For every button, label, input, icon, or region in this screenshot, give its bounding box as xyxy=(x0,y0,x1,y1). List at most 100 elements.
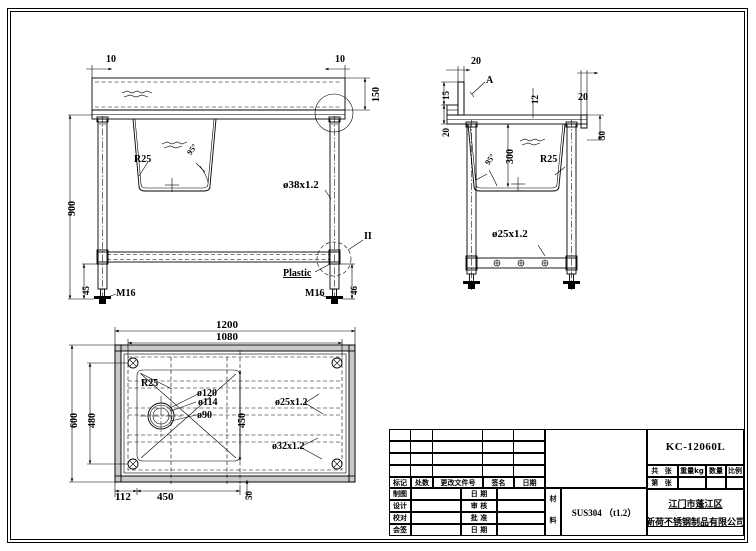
plan-dim-600: 600 xyxy=(69,413,80,428)
company-line2: 新荷不锈钢制品有限公司 xyxy=(646,517,746,528)
rev-col-4 xyxy=(483,429,514,477)
rev-header-text-1: 处数 xyxy=(415,478,429,487)
company-line1: 江门市蓬江区 xyxy=(668,499,723,510)
rev-header-text-3: 签名 xyxy=(491,478,506,487)
material-value-text: SUS304 （t1.2） xyxy=(571,507,637,518)
sheet-head-cell-0 xyxy=(647,465,678,477)
plan-dim-1080: 1080 xyxy=(216,331,238,343)
front-label-bolt-right-m16: M16 xyxy=(305,288,325,299)
sheet-head-text-0: 共 张 xyxy=(651,467,674,475)
front-dim-foot-right-46: 46 xyxy=(349,286,359,295)
role-cell-d3 xyxy=(497,524,545,536)
plan-label-r25: R25 xyxy=(141,378,159,389)
sheet-head-cell-1 xyxy=(678,465,706,477)
company-cell xyxy=(647,489,744,536)
rev-col-2 xyxy=(411,429,433,477)
material-label-cell xyxy=(545,488,561,536)
plan-label-drain-90: ø90 xyxy=(197,410,212,421)
role-cell-a0 xyxy=(389,488,411,500)
middle-blank-cell xyxy=(545,429,647,488)
title-block: 标记 处数 更改文件号 签名 日期 制图 日 期 设计 审 核 校对 批 准 会… xyxy=(389,429,746,539)
plan-label-tube-32: ø32x1.2 xyxy=(272,441,305,452)
role-cell-b1 xyxy=(411,500,461,512)
rev-header-text-4: 日期 xyxy=(522,478,537,487)
side-label-rail-tube: ø25x1.2 xyxy=(492,228,528,240)
front-dim-right-10: 10 xyxy=(335,54,345,65)
role-cell-b0 xyxy=(411,488,461,500)
rev-col-1 xyxy=(389,429,411,477)
role-text-c1: 审 核 xyxy=(470,502,488,510)
material-label-text: 材 料 xyxy=(549,494,557,530)
plan-dim-480: 480 xyxy=(87,413,98,428)
role-text-c2: 批 准 xyxy=(470,514,488,522)
side-dim-50: 50 xyxy=(597,131,607,140)
part-number-cell xyxy=(647,429,744,465)
rev-col-3 xyxy=(433,429,483,477)
rev-row-blank-3 xyxy=(389,453,545,465)
rev-row-blank-4 xyxy=(389,465,545,477)
sheet-row-text: 第 张 xyxy=(651,479,674,487)
role-text-a3: 会签 xyxy=(393,526,407,534)
plan-dim-bowl-450-h: 450 xyxy=(157,491,174,503)
rev-header-cell-2 xyxy=(433,477,483,488)
front-dim-900: 900 xyxy=(67,201,78,216)
sheet-row-cell-3 xyxy=(726,477,744,489)
side-label-r25: R25 xyxy=(540,154,558,165)
role-text-c0: 日 期 xyxy=(470,490,488,498)
side-label-a: A xyxy=(486,75,494,86)
sheet-head-cell-3 xyxy=(726,465,744,477)
role-text-c3: 日 期 xyxy=(470,526,488,534)
plan-dim-1200: 1200 xyxy=(216,319,238,331)
role-cell-a2 xyxy=(389,512,411,524)
role-cell-d2 xyxy=(497,512,545,524)
side-dim-12: 12 xyxy=(530,95,540,104)
role-cell-c2 xyxy=(461,512,497,524)
part-number-text: KC-12060L xyxy=(665,441,726,453)
sheet-head-text-2: 数量 xyxy=(709,467,723,475)
role-cell-d1 xyxy=(497,500,545,512)
front-label-detail-ii: II xyxy=(364,231,372,242)
drawing-border-outer xyxy=(7,8,748,543)
role-cell-a3 xyxy=(389,524,411,536)
role-text-a0: 制图 xyxy=(393,490,407,498)
front-dim-150: 150 xyxy=(371,87,382,102)
sheet-row-cell-2 xyxy=(706,477,726,489)
side-dim-15: 15 xyxy=(441,91,451,100)
front-label-r25: R25 xyxy=(134,154,152,165)
plan-label-drain-120: ø120 xyxy=(197,388,217,399)
rev-header-cell-3 xyxy=(483,477,514,488)
rev-header-text-0: 标记 xyxy=(393,478,407,487)
role-cell-b3 xyxy=(411,524,461,536)
role-cell-a1 xyxy=(389,500,411,512)
material-value-cell xyxy=(561,488,647,536)
rev-header-cell-4 xyxy=(514,477,545,488)
plan-dim-112: 112 xyxy=(115,491,131,503)
rev-header-cell-1 xyxy=(411,477,433,488)
front-label-plastic: Plastic xyxy=(283,268,312,279)
side-dim-300: 300 xyxy=(505,149,516,164)
plan-label-tube-25: ø25x1.2 xyxy=(275,397,308,408)
rev-header-cell-0 xyxy=(389,477,411,488)
rev-row-blank-1 xyxy=(389,429,545,441)
role-cell-b2 xyxy=(411,512,461,524)
drawing-border-inner xyxy=(10,11,745,540)
sheet-head-text-3: 比例 xyxy=(728,467,742,475)
sheet-head-text-1: 重量kg xyxy=(680,467,704,475)
side-dim-20-left: 20 xyxy=(441,128,451,137)
front-label-leg-tube: ø38x1.2 xyxy=(283,179,319,191)
rev-header-text-2: 更改文件号 xyxy=(440,478,476,487)
role-cell-d0 xyxy=(497,488,545,500)
plan-dim-50: 50 xyxy=(244,491,254,500)
front-dim-left-10: 10 xyxy=(106,54,116,65)
sheet-row-cell-0 xyxy=(647,477,678,489)
role-text-a2: 校对 xyxy=(393,514,407,522)
front-dim-foot-left-45: 45 xyxy=(81,286,91,295)
front-label-bolt-left-m16: M16 xyxy=(116,288,136,299)
role-cell-c3 xyxy=(461,524,497,536)
sheet-head-cell-2 xyxy=(706,465,726,477)
side-dim-top-20: 20 xyxy=(471,56,481,67)
rev-row-blank-2 xyxy=(389,441,545,453)
role-text-a1: 设计 xyxy=(393,502,407,510)
